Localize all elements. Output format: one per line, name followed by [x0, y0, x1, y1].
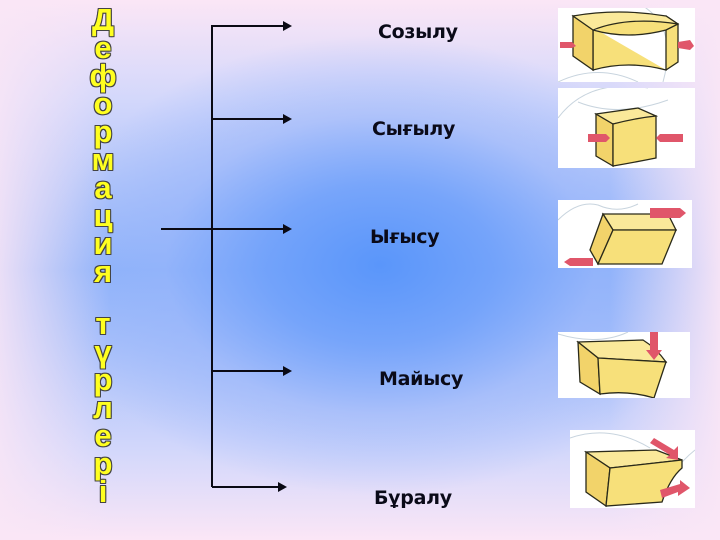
arrowhead-icon	[283, 21, 292, 31]
title-letter: Д	[91, 2, 115, 37]
trunk-line	[211, 25, 213, 487]
title-letter: т	[95, 306, 111, 341]
title-letter: е	[94, 418, 112, 453]
bending-block-icon	[558, 332, 690, 398]
branch-line-2	[212, 118, 284, 120]
arrowhead-icon	[283, 366, 292, 376]
arrowhead-icon	[283, 224, 292, 234]
title-letter: я	[93, 254, 113, 289]
title-letter: і	[98, 474, 108, 509]
tension-block-icon	[558, 8, 695, 82]
branch-line-4	[212, 370, 284, 372]
branch-line-1	[212, 25, 284, 27]
title-letter: м	[91, 142, 115, 177]
title-letter: е	[94, 30, 112, 65]
title-letter: р	[93, 446, 113, 481]
branch-line-3	[212, 228, 284, 230]
label-compression: Сығылу	[372, 118, 456, 140]
title-letter: л	[93, 390, 113, 425]
input-line	[161, 228, 212, 230]
title-letter: а	[94, 170, 112, 205]
title-letter: р	[93, 362, 113, 397]
title-letter: ц	[93, 198, 113, 233]
label-torsion: Бұралу	[374, 487, 452, 509]
title-letter: ү	[94, 334, 112, 369]
title-letter: о	[93, 86, 113, 121]
title-letter: и	[93, 226, 113, 261]
torsion-block-icon	[570, 430, 695, 508]
label-tension: Созылу	[378, 21, 458, 43]
label-bending: Майысу	[379, 368, 464, 390]
title-letter: р	[93, 114, 113, 149]
label-shear: Ығысу	[370, 226, 440, 248]
vertical-title: Д е ф о р м а ц и я т ү р л е р і	[78, 2, 128, 509]
compression-block-icon	[558, 88, 695, 168]
branch-line-5	[212, 486, 279, 488]
shear-block-icon	[558, 200, 692, 268]
arrowhead-icon	[283, 114, 292, 124]
title-letter: ф	[89, 58, 117, 93]
arrowhead-icon	[278, 482, 287, 492]
